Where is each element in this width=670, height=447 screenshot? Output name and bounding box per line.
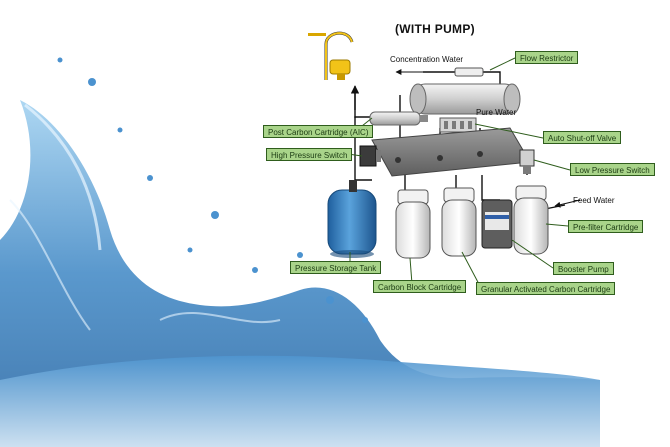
mounting-plate [371,127,531,177]
post-carbon-cartridge [369,111,428,126]
prefilter-housing [513,185,549,255]
granular-carbon-housing [441,187,477,257]
label-carbon-block-cartridge: Carbon Block Cartridge [373,280,467,293]
carbon-block-housing [395,189,431,259]
arrow-feed-icon [554,199,581,208]
booster-pump [481,199,513,249]
feed-water-label: Feed Water [573,196,615,205]
label-post-carbon-cartridge: Post Carbon Cartridge (AIC) [263,125,374,138]
label-pressure-storage-tank: Pressure Storage Tank [290,261,382,274]
leader-lines [347,57,571,287]
membrane-housing [409,83,521,115]
label-high-pressure-switch: High Pressure Switch [266,148,353,161]
label-auto-shutoff-valve: Auto Shut-off Valve [543,131,622,144]
water-splash [0,57,600,447]
faucet [308,31,354,80]
label-prefilter-cartridge: Pre-filter Cartridge [568,220,644,233]
flow-restrictor [454,67,484,77]
auto-shutoff-valve [439,117,477,133]
label-flow-restrictor: Flow Restrictor [515,51,579,64]
label-granular-carbon-cartridge: Granular Activated Carbon Cartridge [476,282,616,295]
label-low-pressure-switch: Low Pressure Switch [570,163,655,176]
pure-water-label: Pure Water [476,108,517,117]
low-pressure-switch [519,149,535,174]
diagram-title: (WITH PUMP) [395,22,475,36]
concentration-water-label: Concentration Water [390,55,464,64]
label-booster-pump: Booster Pump [553,262,614,275]
pressure-storage-tank [327,180,377,258]
